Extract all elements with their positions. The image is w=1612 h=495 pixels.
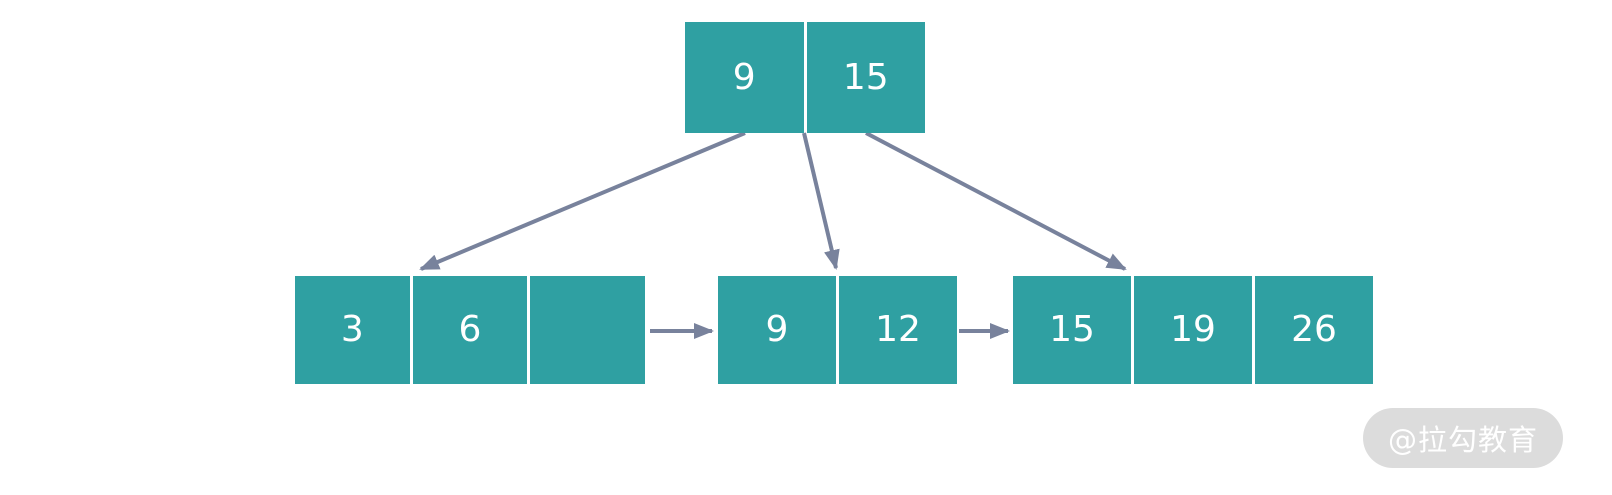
node-cell: 3 bbox=[295, 276, 410, 384]
node-key: 9 bbox=[765, 309, 789, 350]
node-key: 15 bbox=[1049, 309, 1095, 350]
watermark-badge: @拉勾教育 bbox=[1363, 408, 1563, 468]
node-cell: 19 bbox=[1134, 276, 1252, 384]
node-key: 3 bbox=[340, 309, 364, 350]
node-key: 6 bbox=[458, 309, 482, 350]
node-cell: 15 bbox=[1013, 276, 1131, 384]
edge-root-to-leaf2-arrow bbox=[802, 132, 840, 270]
node-cell: 26 bbox=[1255, 276, 1373, 384]
node-key: 26 bbox=[1291, 309, 1337, 350]
leaf-node-2: 9 12 bbox=[718, 276, 957, 384]
node-cell: 9 bbox=[685, 22, 804, 133]
edge-root-to-leaf1-arrow bbox=[419, 131, 746, 271]
node-cell: 9 bbox=[718, 276, 836, 384]
node-key: 19 bbox=[1170, 309, 1216, 350]
leaf-node-1: 3 6 bbox=[295, 276, 646, 384]
root-node: 9 15 bbox=[685, 22, 925, 133]
watermark-text: @拉勾教育 bbox=[1387, 423, 1538, 457]
node-key: 12 bbox=[875, 309, 921, 350]
node-cell-empty bbox=[530, 276, 646, 384]
node-key: 9 bbox=[732, 56, 756, 98]
edge-root-to-leaf3-arrow bbox=[865, 131, 1127, 271]
node-cell: 15 bbox=[806, 22, 925, 133]
node-cell: 6 bbox=[412, 276, 528, 384]
leaf-node-3: 15 19 26 bbox=[1013, 276, 1373, 384]
node-cell: 12 bbox=[839, 276, 957, 384]
node-key: 15 bbox=[842, 56, 889, 98]
